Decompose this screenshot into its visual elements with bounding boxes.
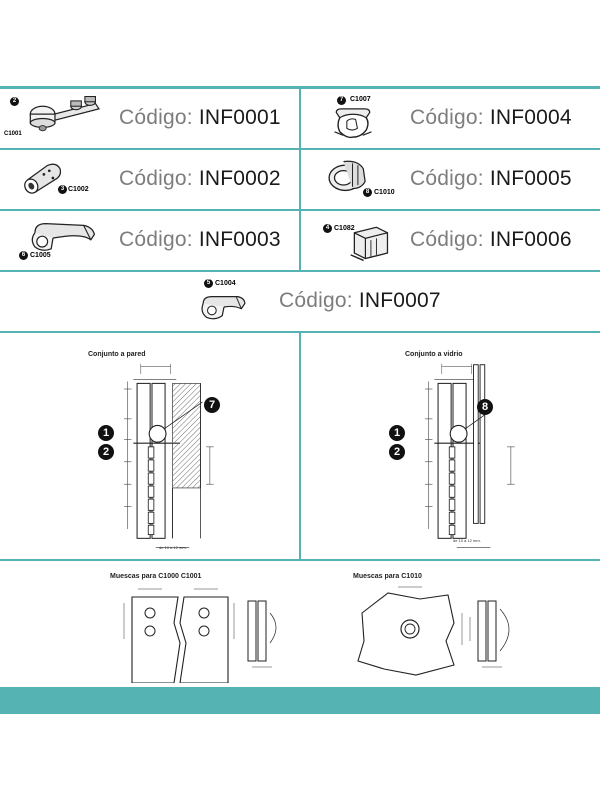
product-cell-inf0003: 6 C1005 Código: INF0003 xyxy=(0,211,299,270)
diagram-title: Conjunto a vidrio xyxy=(405,351,463,358)
part-code-label: C1005 xyxy=(30,252,51,259)
callout-badge: 7 xyxy=(204,397,220,413)
product-code: Código: INF0006 xyxy=(410,228,572,251)
col-rule-mid xyxy=(299,332,301,560)
product-code: Código: INF0002 xyxy=(119,167,281,190)
part-number-badge: 7 xyxy=(337,96,346,105)
cylinder-connector-icon xyxy=(24,163,62,194)
ring-clamp-icon xyxy=(328,160,366,192)
part-code-label: C1007 xyxy=(350,96,371,103)
part-number-badge: 5 xyxy=(204,279,213,288)
part-code-label: C1001 xyxy=(4,131,22,137)
glass-clamp-icon xyxy=(334,108,372,139)
part-code-label: C1082 xyxy=(334,225,355,232)
notch-drawing-c1000 xyxy=(123,588,277,683)
part-number-badge: 8 xyxy=(363,188,372,197)
part-number-badge: 6 xyxy=(19,251,28,260)
product-code: Código: INF0007 xyxy=(279,289,441,312)
diagram-title: Muescas para C1000 C1001 xyxy=(110,573,202,580)
product-cell-inf0004: 7 C1007 Código: INF0004 xyxy=(301,89,600,148)
diagram-title: Conjunto a pared xyxy=(88,351,146,358)
part-code-label: C1010 xyxy=(374,189,395,196)
part-code-label: C1004 xyxy=(215,280,236,287)
diagram-title: Muescas para C1010 xyxy=(353,573,422,580)
glass-assembly-drawing xyxy=(425,363,515,548)
callout-badge: 1 xyxy=(389,425,405,441)
wall-bracket-icon xyxy=(201,295,246,320)
thickness-note: de 10 a 12 mm. xyxy=(159,545,187,550)
top-rule xyxy=(0,86,600,89)
product-cell-inf0001: 2 C1001 Código: INF0001 xyxy=(0,89,299,148)
wall-assembly-diagram: Conjunto a pared xyxy=(0,333,299,559)
wall-bracket-icon xyxy=(31,222,96,251)
notch-diagram-c1010: Muescas para C1010 xyxy=(300,561,600,687)
part-code-label: C1002 xyxy=(68,186,89,193)
row-rule-3 xyxy=(0,270,600,272)
glass-assembly-diagram: Conjunto a vidrio 8 1 2 de 10 a xyxy=(301,333,600,559)
row-rule-5 xyxy=(0,559,600,561)
product-cell-inf0007: 5 C1004 Código: INF0007 xyxy=(0,272,600,331)
thickness-note: de 10 a 12 mm. xyxy=(453,538,481,543)
part-number-badge: 4 xyxy=(323,224,332,233)
notch-diagram-c1000: Muescas para C1000 C1001 xyxy=(0,561,300,687)
footer-band xyxy=(0,687,600,714)
wall-assembly-drawing xyxy=(124,363,214,548)
product-cell-inf0006: 4 C1082 Código: INF0006 xyxy=(301,211,600,270)
callout-badge: 2 xyxy=(98,444,114,460)
callout-badge: 2 xyxy=(389,444,405,460)
product-code: Código: INF0003 xyxy=(119,228,281,251)
hinge-plate-icon xyxy=(29,95,100,132)
product-cell-inf0002: 3 C1002 Código: INF0002 xyxy=(0,150,299,209)
product-code: Código: INF0005 xyxy=(410,167,572,190)
product-code: Código: INF0004 xyxy=(410,106,572,129)
glass-clip-icon xyxy=(350,226,389,262)
callout-badge: 1 xyxy=(98,425,114,441)
notch-drawing-c1010 xyxy=(357,586,510,676)
callout-badge: 8 xyxy=(477,399,493,415)
product-cell-inf0005: 8 C1010 Código: INF0005 xyxy=(301,150,600,209)
product-code: Código: INF0001 xyxy=(119,106,281,129)
col-rule-top xyxy=(299,88,301,271)
part-number-badge: 2 xyxy=(10,97,19,106)
part-number-badge: 3 xyxy=(58,185,67,194)
